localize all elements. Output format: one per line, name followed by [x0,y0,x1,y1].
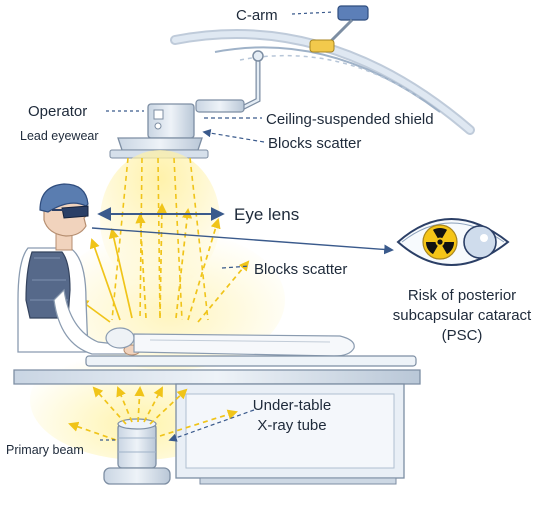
label-blocks-scatter-mid: Blocks scatter [254,261,347,278]
label-blocks-scatter-top: Blocks scatter [268,135,361,152]
eye-lens-arrows [91,207,394,255]
patient [105,327,355,357]
surgical-cap [39,183,89,213]
under-table-xray-tube [103,418,171,485]
lead-eyewear [61,205,89,219]
operator [17,183,141,356]
label-tube-line1: Under-table [253,397,331,414]
label-eye-lens: Eye lens [234,205,299,224]
label-c-arm: C-arm [236,7,278,24]
primary-beam-arrows [68,385,238,441]
procedure-table [13,355,421,485]
ceiling-shield-arm [195,50,264,113]
label-tube-line2: X-ray tube [257,417,326,434]
c-arm [170,5,475,135]
leader-lines [100,11,335,442]
label-risk-line2: subcapsular cataract [393,307,532,324]
label-ceiling-shield: Ceiling-suspended shield [266,111,434,128]
label-lead-eyewear: Lead eyewear [20,129,99,143]
radiation-trefoil-icon [422,224,458,260]
label-operator: Operator [28,103,87,120]
blocked-scatter-arrows [111,157,209,321]
label-risk-line1: Risk of posterior [408,287,516,304]
label-primary-beam: Primary beam [6,443,84,457]
ceiling-suspended-shield [109,103,209,159]
label-risk-line3: (PSC) [442,327,483,344]
